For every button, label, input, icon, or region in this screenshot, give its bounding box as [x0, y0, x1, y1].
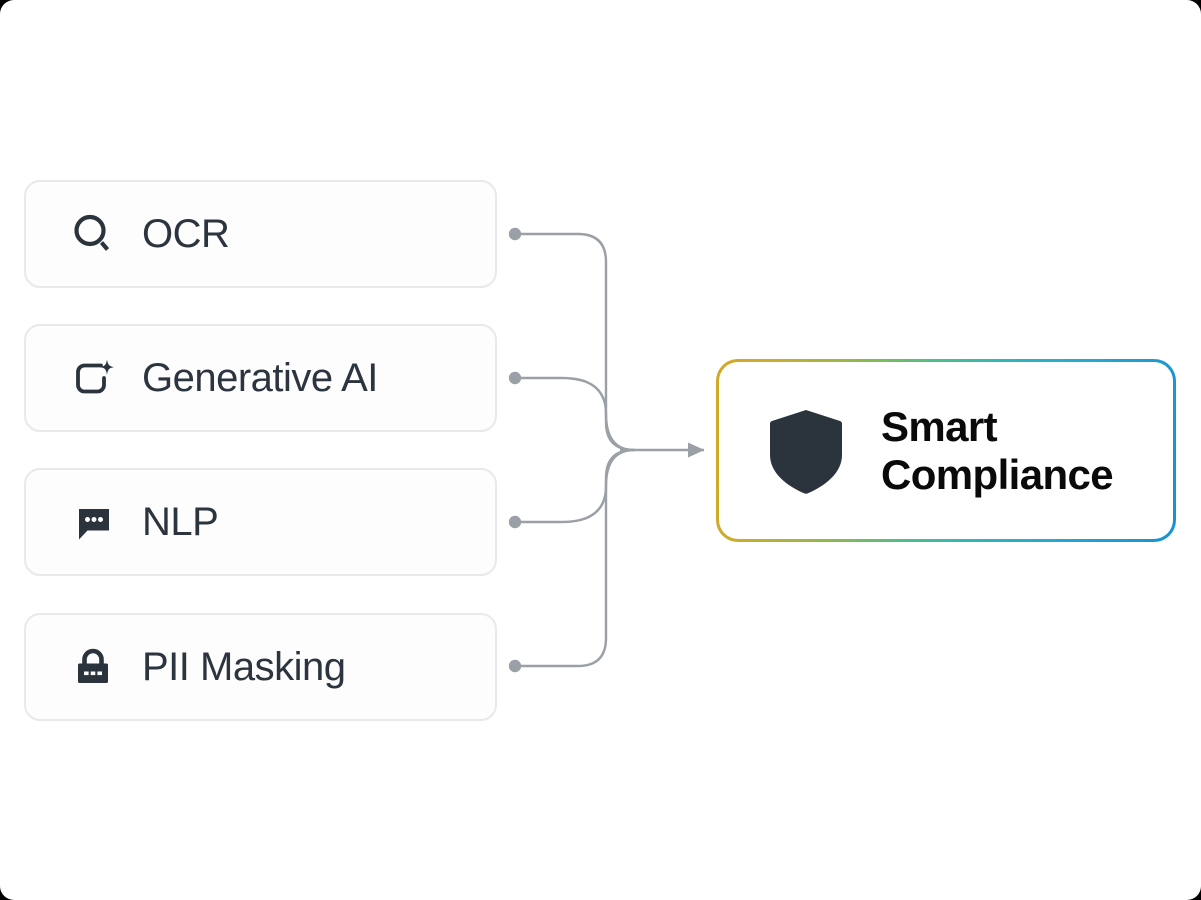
connector-dot-nlp — [508, 515, 522, 529]
smart-compliance-card-inner: Smart Compliance — [719, 362, 1173, 539]
feature-label-nlp: NLP — [142, 500, 219, 544]
shield-icon — [767, 407, 845, 495]
connector-path-ocr — [514, 232, 636, 452]
connector-dot-ocr — [508, 227, 522, 241]
feature-card-generative-ai[interactable]: Generative AI — [24, 324, 497, 432]
smart-compliance-title-line1: Smart — [881, 403, 998, 451]
feature-card-list: OCR Generative AI NLP — [0, 0, 500, 900]
feature-label-pii-masking: PII Masking — [142, 645, 346, 689]
connector-path-pii-masking — [514, 448, 636, 668]
connector-dot-generative-ai — [508, 371, 522, 385]
feature-card-nlp[interactable]: NLP — [24, 468, 497, 576]
chat-bubble-dots-icon — [70, 499, 116, 545]
feature-card-pii-masking[interactable]: PII Masking — [24, 613, 497, 721]
connector-dot-pii-masking — [508, 659, 522, 673]
connector-path-generative-ai — [514, 376, 636, 452]
feature-label-ocr: OCR — [142, 212, 230, 256]
padlock-dots-icon — [70, 644, 116, 690]
smart-compliance-title-line2: Compliance — [881, 450, 1114, 498]
smart-compliance-title: Smart Compliance — [881, 403, 1114, 498]
smart-compliance-card[interactable]: Smart Compliance — [716, 359, 1176, 542]
feature-label-generative-ai: Generative AI — [142, 356, 378, 400]
connector-path-nlp — [514, 448, 636, 524]
sparkle-frame-icon — [70, 355, 116, 401]
magnifier-icon — [70, 211, 116, 257]
feature-card-ocr[interactable]: OCR — [24, 180, 497, 288]
